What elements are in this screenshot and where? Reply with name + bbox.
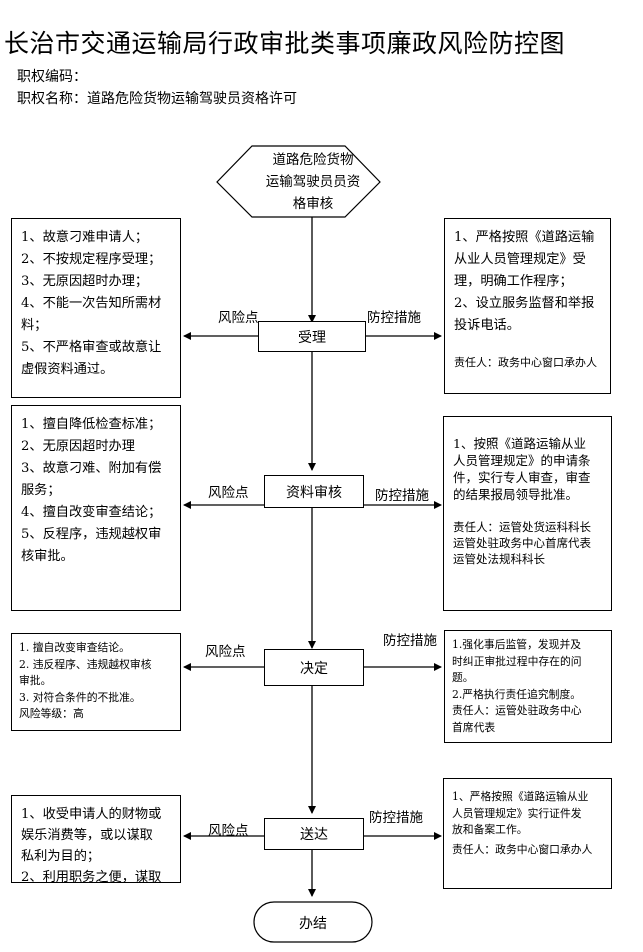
step-review: 资料审核 bbox=[264, 475, 364, 508]
control-label-review: 防控措施 bbox=[375, 488, 429, 504]
page-title: 长治市交通运输局行政审批类事项廉政风险防控图 bbox=[4, 29, 566, 58]
risk-label-delivery: 风险点 bbox=[208, 823, 249, 839]
end-node-label: 办结 bbox=[299, 916, 327, 932]
risk-box-delivery: 1、收受申请人的财物或 娱乐消费等，或以谋取 私利为目的； 2、利用职务之便，谋… bbox=[11, 795, 181, 885]
start-hexagon bbox=[216, 145, 381, 218]
control-box-delivery: 1、严格按照《道路运输从业 人员管理规定》实行证件发 放和备案工作。 责任人：政… bbox=[443, 778, 612, 889]
risk-box-acceptance: 1、故意刁难申请人； 2、不按规定程序受理； 3、无原因超时办理； 4、不能一次… bbox=[11, 218, 181, 398]
risk-label-decision: 风险点 bbox=[205, 644, 246, 660]
control-box-review: 1、按照《道路运输从业 人员管理规定》的申请条 件，实行专人审查，审查 的结果报… bbox=[443, 416, 612, 611]
control-label-decision: 防控措施 bbox=[383, 633, 437, 649]
authority-code: 职权编码： bbox=[17, 69, 87, 85]
risk-label-review: 风险点 bbox=[208, 485, 249, 501]
control-box-acceptance: 1、严格按照《道路运输 从业人员管理规定》受 理，明确工作程序； 2、设立服务监… bbox=[444, 218, 611, 394]
step-acceptance: 受理 bbox=[258, 321, 366, 352]
authority-name: 职权名称：道路危险货物运输驾驶员资格许可 bbox=[17, 91, 297, 107]
risk-box-review: 1、擅自降低检查标准； 2、无原因超时办理 3、故意刁难、附加有偿 服务； 4、… bbox=[11, 405, 181, 611]
control-label-acceptance: 防控措施 bbox=[367, 310, 421, 326]
control-box-decision: 1.强化事后监管，发现并及 时纠正审批过程中存在的问 题。 2.严格执行责任追究… bbox=[444, 630, 612, 743]
start-node-text: 道路危险货物 运输驾驶员员资 格审核 bbox=[265, 152, 361, 212]
step-delivery: 送达 bbox=[264, 818, 364, 850]
end-terminator bbox=[253, 901, 373, 943]
control-label-delivery: 防控措施 bbox=[369, 810, 423, 826]
risk-box-decision: 1. 擅自改变审查结论。 2. 违反程序、违规越权审核 审批。 3. 对符合条件… bbox=[11, 633, 181, 731]
risk-label-acceptance: 风险点 bbox=[218, 310, 259, 326]
step-decision: 决定 bbox=[264, 649, 364, 686]
